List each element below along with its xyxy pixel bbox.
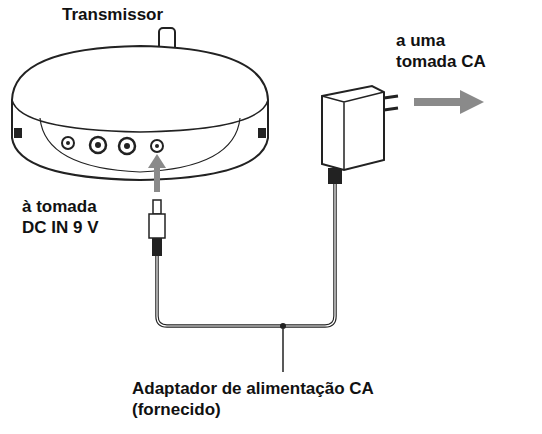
jack (66, 141, 70, 145)
insert-arrow (148, 154, 166, 168)
outlet-arrow (414, 98, 462, 106)
part-name: Adaptador de alimentação CA (fornecido) (132, 378, 462, 420)
cable (157, 182, 335, 326)
side-slot (258, 128, 266, 138)
dc-plug (149, 214, 165, 238)
dc-plug-tip (153, 200, 161, 214)
dc-plug-boot (152, 238, 162, 256)
jack (62, 137, 74, 149)
jack (119, 138, 135, 154)
cable (157, 182, 335, 326)
jack (90, 137, 106, 153)
outlet-arrow (460, 90, 484, 114)
jack (124, 143, 130, 149)
leader-dot (280, 323, 286, 329)
transmitter-body (12, 46, 268, 180)
jack (95, 142, 101, 148)
ac-adapter (322, 86, 384, 170)
side-slot (14, 128, 22, 138)
outlet-label: a uma tomada CA (396, 30, 500, 72)
leader-line (282, 329, 284, 372)
jack-label: à tomada DC IN 9 V (22, 196, 116, 238)
dc-jack (155, 144, 159, 148)
adapter-strain (328, 168, 342, 184)
rear-panel (40, 118, 240, 172)
dc-jack (151, 140, 163, 152)
body-rim (12, 100, 268, 132)
ac-adapter (322, 92, 384, 170)
part-name: Transmissor (62, 4, 262, 25)
insert-arrow (154, 166, 160, 192)
plug-prongs (384, 96, 398, 110)
